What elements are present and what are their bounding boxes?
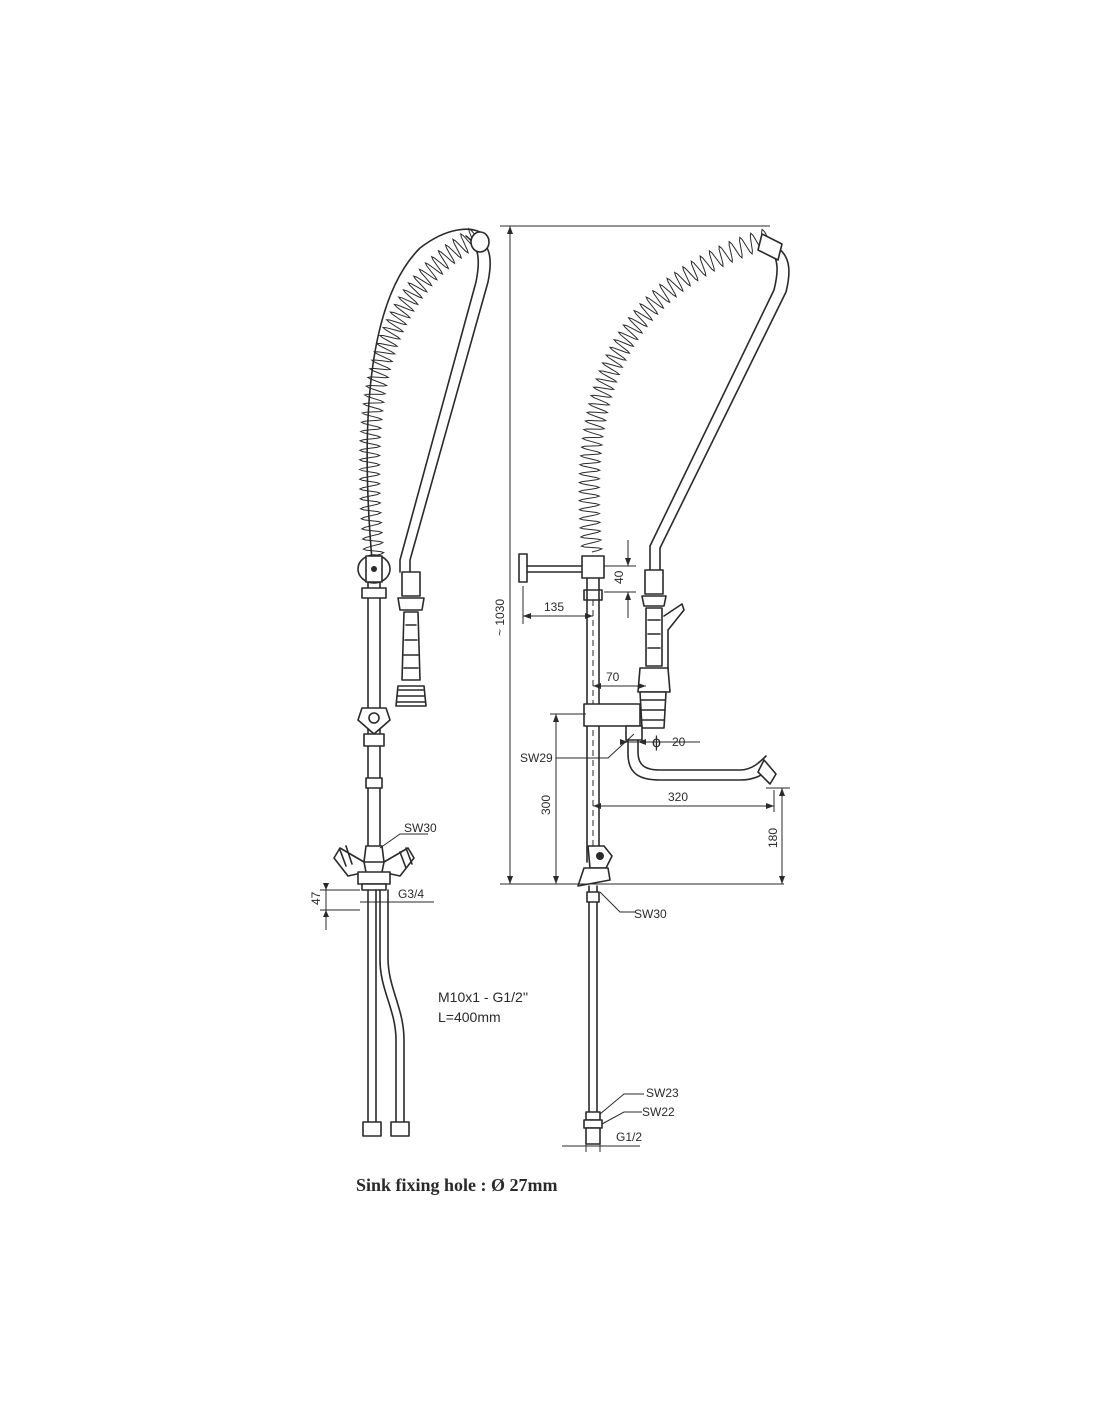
front-dim-47 — [320, 883, 360, 930]
side-spring-cap — [757, 233, 783, 261]
label-dim-1030: ~ 1030 — [493, 599, 507, 636]
label-dim-180: 180 — [766, 828, 780, 848]
dim-135 — [522, 586, 593, 624]
front-flex-hoses — [362, 889, 410, 1137]
side-manifold — [583, 703, 641, 727]
side-flex-hose — [583, 885, 603, 1145]
label-dim-135: 135 — [544, 600, 564, 614]
label-hose-spec-2: L=400mm — [438, 1009, 501, 1025]
dim-1030 — [500, 225, 784, 885]
front-clamp-ring — [357, 554, 391, 584]
label-sw29: SW29 — [520, 751, 553, 765]
leader-sw22 — [601, 1111, 642, 1125]
label-dim-70: 70 — [606, 670, 620, 684]
label-sw23: SW23 — [646, 1086, 679, 1100]
label-dim-320: 320 — [668, 790, 688, 804]
label-dim-300: 300 — [539, 795, 553, 815]
label-sw22: SW22 — [642, 1105, 675, 1119]
leader-sw29 — [556, 733, 635, 759]
caption-sink-fixing-hole: Sink fixing hole : Ø 27mm — [356, 1175, 558, 1195]
side-coil-spring — [577, 228, 769, 553]
front-spring-cap — [470, 231, 490, 253]
label-sw30-right: SW30 — [634, 907, 667, 921]
dim-40 — [604, 540, 636, 618]
side-spout — [627, 739, 777, 785]
front-leader-sw30 — [379, 833, 428, 849]
label-phi: ϕ — [652, 734, 661, 751]
label-hose-spec-1: M10x1 - G1/2'' — [438, 989, 528, 1005]
dim-300 — [550, 713, 586, 884]
front-mixer-body — [333, 845, 415, 891]
label-dim-20: 20 — [672, 735, 686, 749]
label-dim-40: 40 — [612, 570, 626, 584]
side-support-arm — [659, 247, 790, 575]
dim-180 — [766, 787, 790, 884]
side-clamp — [581, 555, 605, 579]
front-view — [320, 227, 491, 1137]
dim-320 — [593, 790, 775, 812]
label-dim-47: 47 — [309, 891, 323, 905]
dim-70 — [593, 683, 646, 689]
label-g34: G3/4 — [398, 887, 424, 901]
front-coil-spring — [358, 227, 487, 561]
leader-sw23 — [599, 1093, 644, 1115]
front-column-joint — [357, 707, 391, 735]
front-spray-gun — [395, 571, 427, 707]
side-wall-bracket — [518, 553, 583, 583]
side-spray-gun — [637, 569, 685, 729]
label-g12: G1/2 — [616, 1130, 642, 1144]
side-view — [500, 225, 790, 1152]
label-sw30-left: SW30 — [404, 821, 437, 835]
leader-sw30-right — [599, 891, 636, 913]
side-mixer-base — [577, 845, 613, 887]
dim-g12 — [562, 1144, 640, 1152]
